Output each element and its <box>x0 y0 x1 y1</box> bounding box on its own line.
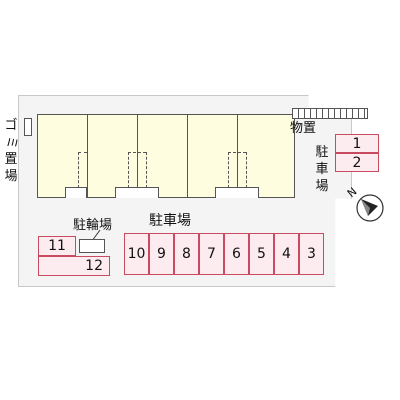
dashed-line <box>228 152 229 188</box>
garbage-bin <box>24 118 32 136</box>
garbage-area-label: ゴ ミ 置 場 <box>3 118 19 184</box>
unit-divider <box>237 114 238 198</box>
storage-label: 物置 <box>290 121 317 136</box>
parking-space-2: 2 <box>335 153 379 172</box>
dashed-line <box>146 152 147 188</box>
unit-divider <box>137 114 138 198</box>
parking-space-11: 11 <box>38 236 76 256</box>
bicycle-parking-label: 駐輪場 <box>73 218 113 233</box>
parking-space-4: 4 <box>274 233 299 275</box>
dashed-line <box>128 152 146 153</box>
parking-space-7: 7 <box>199 233 224 275</box>
unit-divider <box>87 114 88 198</box>
north-arrow-icon <box>356 194 384 222</box>
dashed-line <box>78 152 87 153</box>
entrance-notch <box>215 187 259 198</box>
parking-space-8: 8 <box>174 233 199 275</box>
side-parking-label: 駐 車 場 <box>315 145 329 194</box>
parking-space-6: 6 <box>224 233 249 275</box>
entrance-notch <box>115 187 159 198</box>
dashed-line <box>246 152 247 188</box>
dashed-line <box>78 152 79 188</box>
unit-divider <box>187 114 188 198</box>
storage-shed <box>292 108 368 119</box>
bicycle-rack <box>79 239 105 253</box>
parking-space-3: 3 <box>299 233 324 275</box>
parking-space-5: 5 <box>249 233 274 275</box>
dashed-line <box>128 152 129 188</box>
parking-space-9: 9 <box>149 233 174 275</box>
apartment-building <box>37 114 295 198</box>
parking-space-12: 12 <box>38 256 110 276</box>
parking-space-1: 1 <box>335 134 379 153</box>
entrance-notch <box>65 187 87 198</box>
dashed-line <box>228 152 246 153</box>
main-parking-label: 駐車場 <box>149 213 191 229</box>
parking-space-10: 10 <box>124 233 149 275</box>
